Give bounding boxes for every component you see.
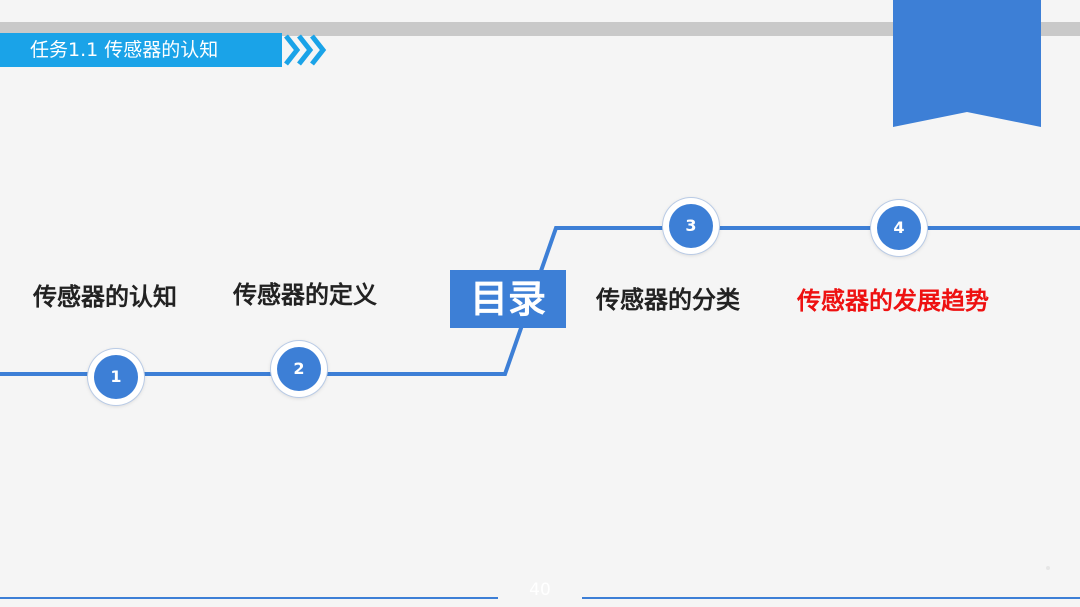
triple-chevron-right-icon bbox=[284, 34, 327, 66]
toc-item-1-label[interactable]: 传感器的认知 bbox=[33, 283, 177, 311]
toc-node-3[interactable]: 3 bbox=[663, 198, 719, 254]
top-gray-strip bbox=[0, 22, 1080, 36]
toc-number-2: 2 bbox=[277, 347, 321, 391]
toc-item-3-label[interactable]: 传感器的分类 bbox=[596, 286, 740, 314]
toc-number-3: 3 bbox=[669, 204, 713, 248]
footer-line-left bbox=[0, 597, 498, 599]
toc-item-2-label[interactable]: 传感器的定义 bbox=[233, 281, 377, 309]
section-title-tab: 任务1.1 传感器的认知 bbox=[0, 33, 282, 67]
decorative-dot bbox=[1046, 566, 1050, 570]
toc-heading: 目录 bbox=[450, 270, 566, 328]
toc-number-4: 4 bbox=[877, 206, 921, 250]
toc-node-4[interactable]: 4 bbox=[871, 200, 927, 256]
footer-line-right bbox=[582, 597, 1080, 599]
bookmark-ribbon bbox=[893, 0, 1041, 127]
section-title: 任务1.1 传感器的认知 bbox=[30, 39, 219, 61]
toc-item-4-label[interactable]: 传感器的发展趋势 bbox=[797, 287, 989, 315]
page-number: 40 bbox=[529, 580, 551, 600]
toc-node-1[interactable]: 1 bbox=[88, 349, 144, 405]
toc-number-1: 1 bbox=[94, 355, 138, 399]
toc-node-2[interactable]: 2 bbox=[271, 341, 327, 397]
